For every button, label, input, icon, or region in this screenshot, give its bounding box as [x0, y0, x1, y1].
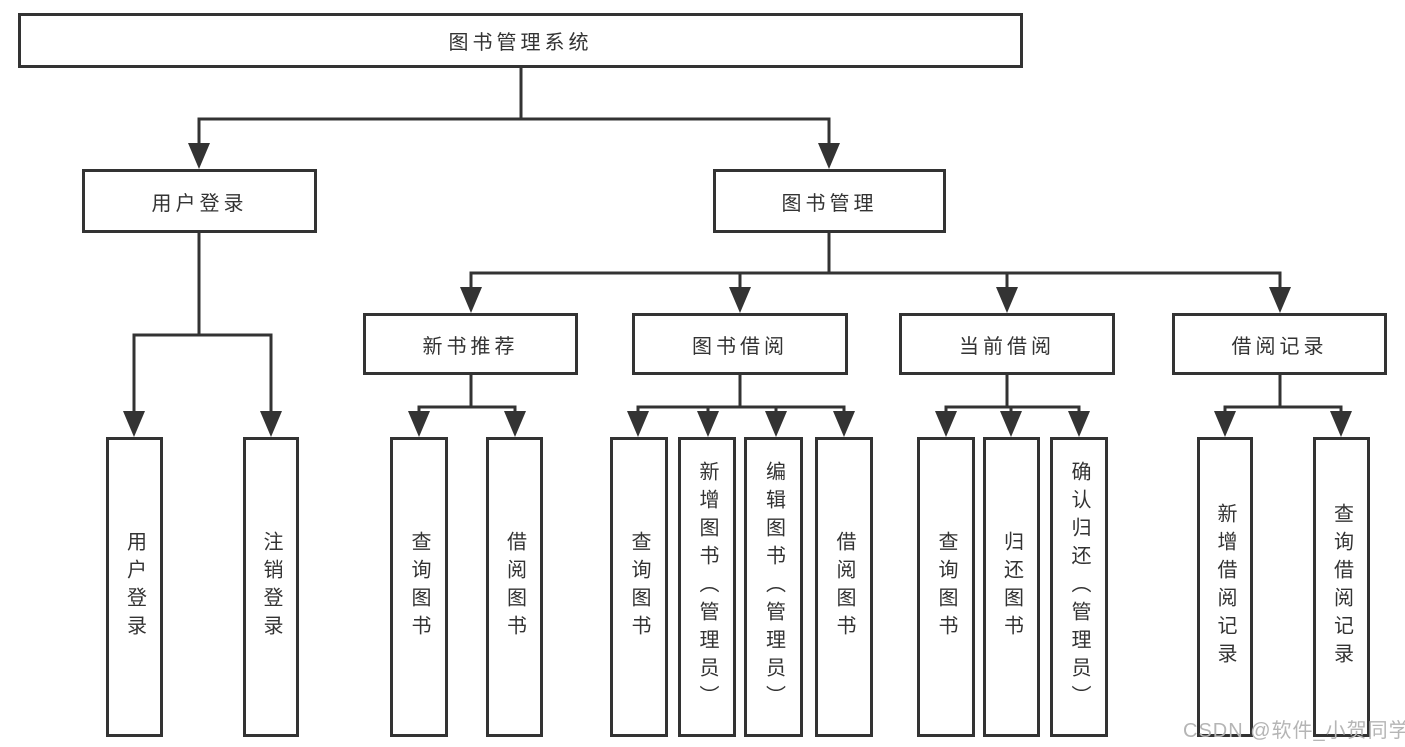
node-label: 确认归还（管理员） — [1068, 461, 1090, 713]
node-label: 编辑图书（管理员） — [762, 461, 785, 713]
node-label: 用户登录 — [151, 192, 248, 215]
node-label: 查询图书 — [408, 531, 430, 643]
node-book-management: 图书管理 — [713, 169, 946, 233]
arrow-down-icon — [1330, 411, 1352, 437]
arrow-down-icon — [697, 411, 719, 437]
node-leaf-current-confirm-return-admin: 确认归还（管理员） — [1050, 437, 1108, 737]
node-label: 新书推荐 — [422, 335, 519, 358]
arrow-down-icon — [408, 411, 430, 437]
node-user-login: 用户登录 — [82, 169, 317, 233]
node-label: 归还图书 — [1000, 531, 1023, 643]
arrow-down-icon — [729, 287, 751, 313]
arrow-down-icon — [833, 411, 855, 437]
arrow-down-icon — [1214, 411, 1236, 437]
arrow-down-icon — [996, 287, 1018, 313]
node-label: 图书借阅 — [692, 335, 788, 358]
arrow-down-icon — [123, 411, 145, 437]
arrow-down-icon — [765, 411, 787, 437]
node-leaf-current-return-books: 归还图书 — [983, 437, 1040, 737]
node-book-borrowing: 图书借阅 — [632, 313, 848, 375]
node-current-borrowing: 当前借阅 — [899, 313, 1115, 375]
arrow-down-icon — [627, 411, 649, 437]
node-label: 借阅记录 — [1231, 335, 1328, 358]
node-library-system-root: 图书管理系统 — [18, 13, 1023, 68]
node-leaf-recommend-borrow-books: 借阅图书 — [486, 437, 543, 737]
arrow-down-icon — [504, 411, 526, 437]
node-label: 注销登录 — [260, 531, 282, 643]
node-borrowing-records: 借阅记录 — [1172, 313, 1387, 375]
arrow-down-icon — [935, 411, 957, 437]
node-leaf-logout: 注销登录 — [243, 437, 299, 737]
arrow-down-icon — [188, 143, 210, 169]
node-leaf-borrowing-borrow-books: 借阅图书 — [815, 437, 873, 737]
arrow-down-icon — [1269, 287, 1291, 313]
node-label: 当前借阅 — [959, 335, 1055, 358]
node-label: 图书管理系统 — [448, 32, 593, 54]
node-label: 查询图书 — [935, 531, 957, 643]
node-leaf-records-query-record: 查询借阅记录 — [1313, 437, 1370, 737]
arrow-down-icon — [460, 287, 482, 313]
arrow-down-icon — [260, 411, 282, 437]
node-label: 借阅图书 — [503, 531, 526, 643]
node-leaf-records-add-record: 新增借阅记录 — [1197, 437, 1253, 737]
arrow-down-icon — [1000, 411, 1022, 437]
node-label: 新增借阅记录 — [1214, 503, 1236, 671]
node-leaf-borrowing-edit-books-admin: 编辑图书（管理员） — [744, 437, 803, 737]
node-leaf-borrowing-add-books-admin: 新增图书（管理员） — [678, 437, 736, 737]
node-label: 用户登录 — [123, 531, 146, 643]
node-label: 借阅图书 — [833, 531, 855, 643]
node-label: 查询图书 — [628, 531, 650, 643]
node-label: 新增图书（管理员） — [696, 461, 718, 713]
node-new-book-recommend: 新书推荐 — [363, 313, 578, 375]
node-leaf-current-query-books: 查询图书 — [917, 437, 975, 737]
node-leaf-borrowing-query-books: 查询图书 — [610, 437, 668, 737]
node-label: 图书管理 — [781, 192, 878, 215]
arrow-down-icon — [818, 143, 840, 169]
node-leaf-recommend-query-books: 查询图书 — [390, 437, 448, 737]
node-leaf-user-login: 用户登录 — [106, 437, 163, 737]
node-label: 查询借阅记录 — [1330, 503, 1353, 671]
csdn-watermark: CSDN @软件_小贺同学 — [1183, 720, 1405, 742]
arrowhead-icons — [123, 143, 1352, 437]
arrow-down-icon — [1068, 411, 1090, 437]
